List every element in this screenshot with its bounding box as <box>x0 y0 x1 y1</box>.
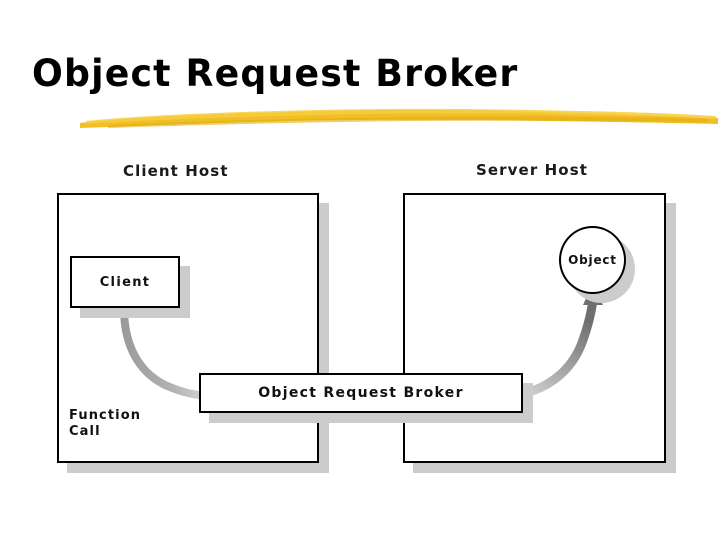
page-title: Object Request Broker <box>32 52 519 95</box>
client-box: Client <box>70 256 180 308</box>
client-box-label: Client <box>99 274 151 290</box>
object-request-broker-box: Object Request Broker <box>199 373 523 413</box>
object-request-broker-label: Object Request Broker <box>258 385 464 401</box>
server-host-label: Server Host <box>476 161 589 179</box>
object-ellipse: Object <box>559 226 626 294</box>
function-call-label: Function Call <box>69 408 142 439</box>
client-host-label: Client Host <box>123 162 229 180</box>
object-ellipse-label: Object <box>568 253 617 267</box>
